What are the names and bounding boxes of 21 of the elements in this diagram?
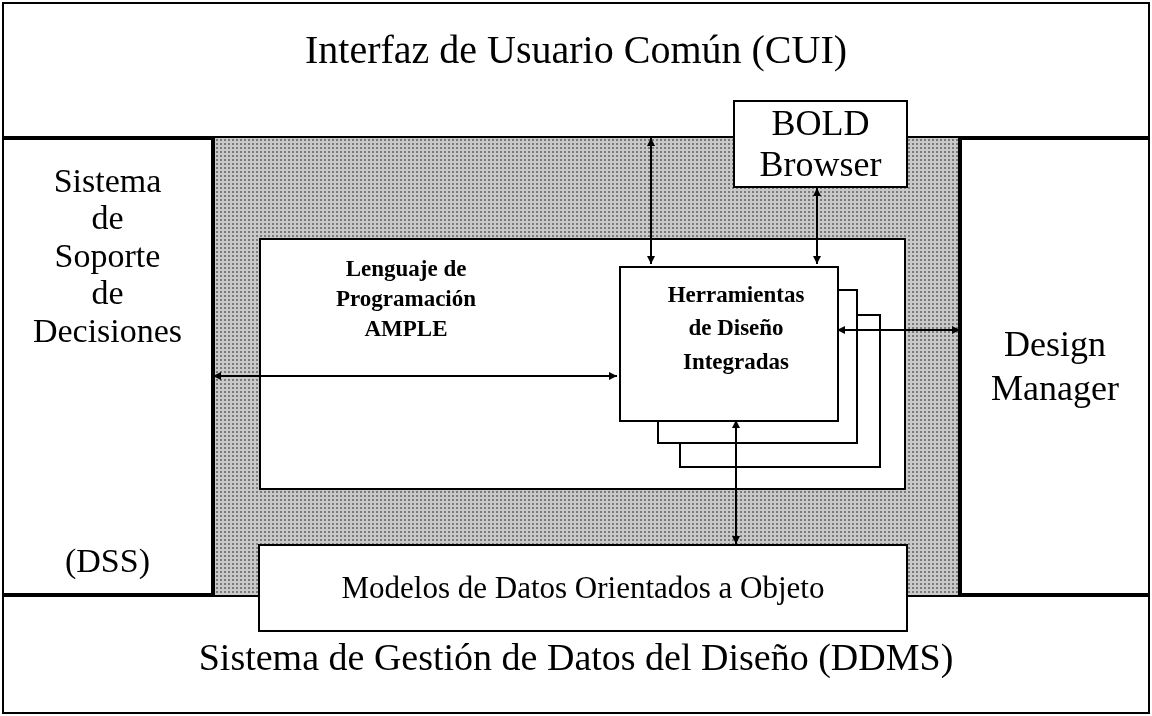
interface-band	[2, 2, 1150, 138]
double-arrow	[647, 137, 655, 265]
node-label: Lenguaje de Programación AMPLE	[334, 255, 478, 343]
double-arrow	[212, 372, 618, 380]
side-panel	[960, 138, 1150, 595]
node-label: Interfaz de Usuario Común (CUI)	[304, 26, 848, 74]
node-label: (DSS)	[65, 541, 150, 579]
browser-box	[733, 100, 908, 188]
tools-box	[619, 266, 839, 422]
node-label: Herramientas de Diseño Integradas	[666, 281, 806, 376]
panel-title: Sistema de Soporte de Decisiones	[31, 162, 184, 349]
data-model-box	[258, 544, 908, 632]
node-label: Design Manager	[990, 323, 1120, 410]
node-label: Modelos de Datos Orientados a Objeto	[341, 568, 825, 607]
node-label: Sistema de Gestión de Datos del Diseño (DDMS)	[198, 635, 954, 680]
node-label: BOLD Browser	[758, 102, 883, 186]
side-panel	[2, 138, 213, 595]
double-arrow	[813, 187, 821, 265]
double-arrow	[732, 419, 740, 545]
language-box	[259, 238, 906, 490]
double-arrow	[836, 326, 961, 334]
